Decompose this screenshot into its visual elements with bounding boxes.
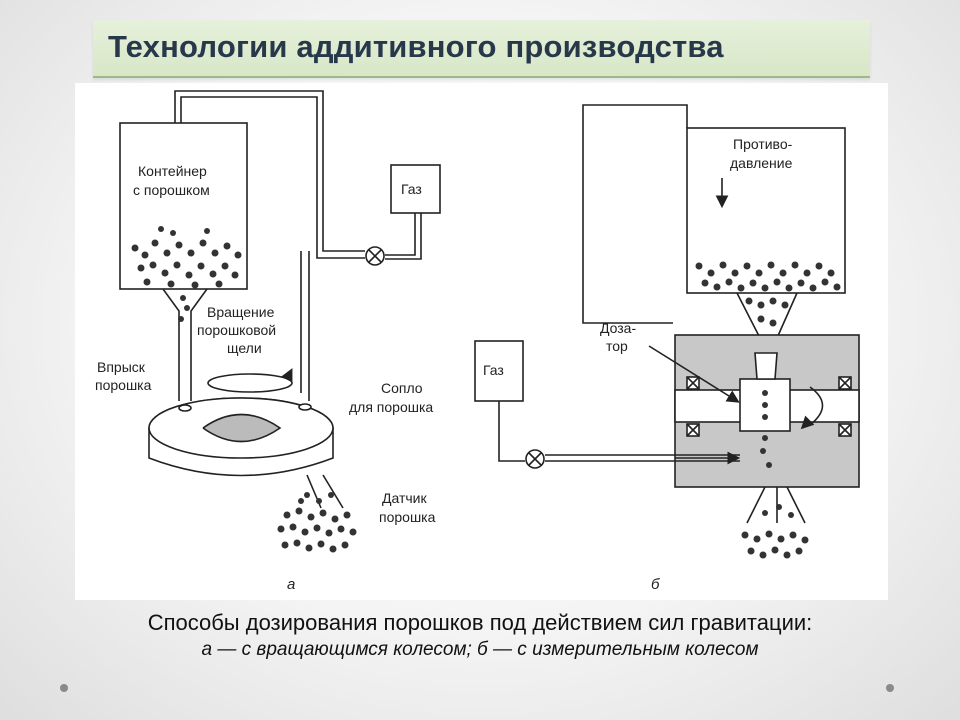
streams-b bbox=[746, 486, 806, 524]
label-nozzle-2: для порошка bbox=[349, 399, 433, 415]
label-nozzle-1: Сопло bbox=[381, 380, 423, 396]
sublabel-b: б bbox=[651, 576, 660, 593]
title-banner: Технологии аддитивного производства bbox=[93, 20, 870, 78]
label-sensor-2: порошка bbox=[379, 509, 436, 525]
label-counter-1: Противо- bbox=[733, 136, 793, 152]
rotation-arc bbox=[207, 373, 293, 393]
funnel-b bbox=[736, 292, 798, 339]
label-gas-b: Газ bbox=[483, 362, 504, 378]
label-rotation-1: Вращение bbox=[207, 304, 275, 320]
label-rotation-3: щели bbox=[227, 340, 262, 356]
diagram-b bbox=[474, 104, 860, 524]
diagram-a bbox=[119, 90, 441, 509]
label-injection-1: Впрыск bbox=[97, 359, 146, 375]
measuring-wheel bbox=[739, 378, 791, 432]
powder-pile-a bbox=[277, 492, 357, 553]
label-container-1: Контейнер bbox=[138, 163, 207, 179]
pipe-b-gas bbox=[498, 401, 740, 462]
label-doser-1: Доза- bbox=[600, 320, 636, 336]
valve-a-cross bbox=[368, 249, 382, 263]
sublabel-a: а bbox=[287, 576, 295, 593]
corner-dot-left bbox=[60, 684, 68, 692]
doser-pointer bbox=[648, 345, 740, 403]
label-container-2: с порошком bbox=[133, 182, 210, 198]
figure-caption: Способы дозирования порошков под действи… bbox=[0, 610, 960, 661]
pipe-a-outer bbox=[174, 90, 365, 252]
pipe-a-gas bbox=[385, 213, 422, 260]
corner-dot-right bbox=[886, 684, 894, 692]
caption-line-1: Способы дозирования порошков под действи… bbox=[147, 610, 813, 635]
label-gas-a: Газ bbox=[401, 181, 422, 197]
powder-a bbox=[131, 226, 242, 322]
label-injection-2: порошка bbox=[95, 377, 152, 393]
caption-line-2: а — с вращающимся колесом; б — с измерит… bbox=[201, 639, 759, 660]
label-doser-2: тор bbox=[606, 338, 628, 354]
nozzle-streams bbox=[306, 474, 344, 509]
wheel-slot bbox=[202, 413, 282, 443]
pipe-b-loop bbox=[582, 104, 688, 324]
label-rotation-2: порошковой bbox=[197, 322, 276, 338]
gas-box-a bbox=[390, 164, 441, 214]
pipe-a-inner bbox=[180, 96, 365, 259]
gas-box-b bbox=[474, 340, 524, 402]
slide-title: Технологии аддитивного производства bbox=[108, 29, 724, 64]
label-counter-2: давление bbox=[730, 155, 793, 171]
powder-b bbox=[695, 261, 841, 559]
pipe-a-down bbox=[300, 251, 310, 401]
label-sensor-1: Датчик bbox=[382, 490, 427, 506]
dosing-figure: Контейнер с порошком Газ Вращение порошк… bbox=[75, 83, 888, 600]
funnel-a bbox=[162, 288, 208, 401]
dosing-diagram: Контейнер с порошком Газ Вращение порошк… bbox=[95, 90, 860, 593]
container-a bbox=[119, 122, 248, 290]
